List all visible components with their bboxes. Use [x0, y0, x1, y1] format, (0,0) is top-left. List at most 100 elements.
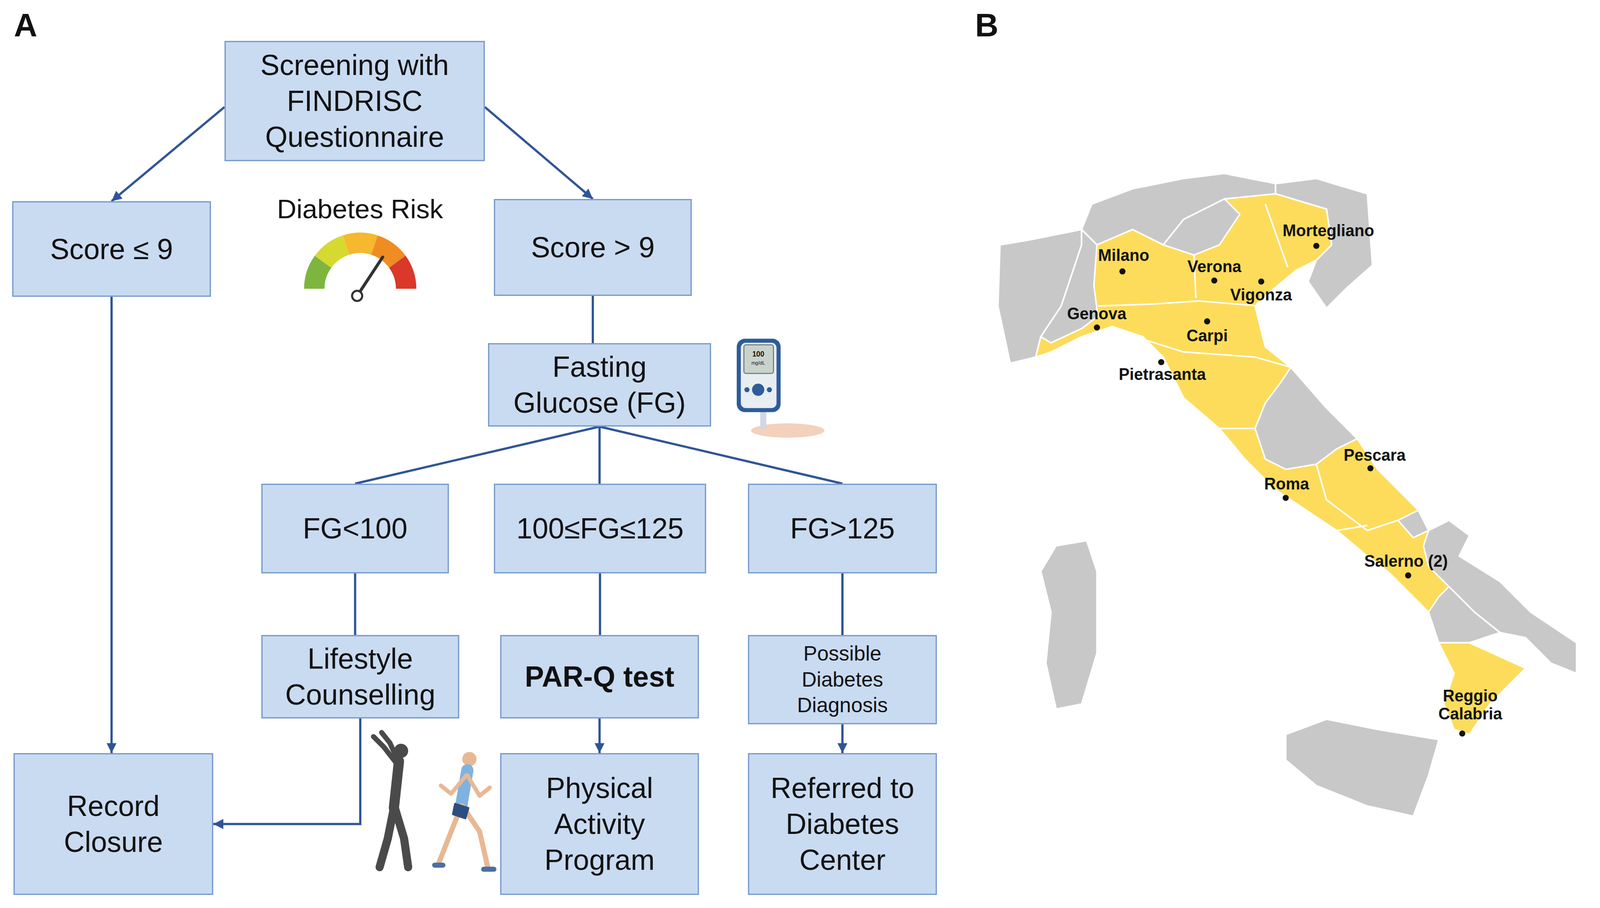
region-basilicata — [1428, 586, 1500, 643]
flow-connector — [598, 426, 601, 484]
figure-arm — [381, 732, 400, 765]
meter-face — [740, 342, 777, 408]
flow-box: Referred to Diabetes Center — [747, 752, 937, 895]
figure-leg — [395, 807, 409, 867]
risk-gauge — [303, 232, 417, 301]
meter-unit: mg/dL — [751, 360, 766, 366]
box-text: Score ≤ 9 — [50, 231, 173, 268]
city-label: Milano — [1098, 246, 1150, 265]
flow-box: Record Closure — [13, 752, 214, 895]
runners-figure — [373, 732, 494, 869]
flow-box: Score ≤ 9 — [12, 201, 211, 297]
region-borders — [1098, 203, 1398, 531]
italy-mainland — [1035, 193, 1577, 735]
city-label: Pietrasanta — [1118, 365, 1206, 384]
flow-connector — [841, 724, 844, 754]
glucometer-icon — [736, 338, 825, 438]
meter-body — [736, 338, 781, 413]
region-molise — [1397, 509, 1429, 538]
flow-box: FG<100 — [261, 483, 449, 574]
gauge-segment — [314, 235, 350, 268]
box-text: FG>125 — [790, 510, 895, 547]
box-text: Possible Diabetes Diagnosis — [775, 640, 910, 719]
flow-box: Screening with FINDRISC Questionnaire — [224, 40, 485, 162]
panel-letter: A — [13, 7, 38, 44]
region-border — [1219, 427, 1256, 429]
box-text: 100≤FG≤125 — [516, 510, 684, 547]
gauge-title: Diabetes Risk — [276, 194, 444, 225]
flow-connector — [598, 573, 602, 635]
region-piedmont — [1040, 229, 1098, 343]
city-dot — [1367, 465, 1374, 472]
city-label: Verona — [1187, 257, 1242, 276]
city-dot — [1119, 268, 1126, 275]
figure-arm — [440, 775, 467, 794]
city-dot — [1405, 572, 1412, 579]
gauge-segment — [389, 255, 417, 289]
city-dot — [1313, 242, 1320, 250]
region-border — [1316, 464, 1398, 531]
flow-connector — [354, 573, 357, 635]
figure-arm — [467, 775, 490, 796]
box-text: Score > 9 — [531, 229, 655, 266]
region-puglia — [1423, 520, 1577, 674]
city-dots — [1094, 242, 1466, 737]
box-text: PAR-Q test — [524, 658, 675, 695]
flow-connector — [111, 106, 225, 202]
city-dot — [1282, 494, 1289, 502]
figure-shoe — [434, 862, 443, 868]
city-dot — [1204, 318, 1211, 325]
region-border — [1336, 525, 1368, 531]
flow-box: PAR-Q test — [500, 634, 699, 719]
box-text: Record Closure — [22, 787, 204, 860]
city-label: Mortegliano — [1282, 221, 1375, 240]
box-text: Screening with FINDRISC Questionnaire — [233, 47, 476, 155]
figure-head — [462, 751, 477, 766]
city-label: Vigonza — [1230, 285, 1292, 304]
gauge-needle — [357, 257, 383, 296]
meter-button — [744, 386, 750, 392]
flow-box: 100≤FG≤125 — [493, 483, 707, 574]
figure-torso — [393, 760, 399, 809]
panel-letter: B — [975, 7, 999, 44]
flow-connector — [841, 573, 844, 635]
city-label: Pescara — [1343, 446, 1406, 465]
flow-connector — [355, 426, 600, 484]
flow-connector — [484, 106, 594, 199]
flow-connector — [591, 295, 594, 343]
city-dot — [1459, 730, 1466, 737]
city-dot — [1158, 359, 1165, 366]
figure-leg — [379, 807, 395, 867]
flow-connector — [110, 296, 113, 753]
flow-box: FG>125 — [747, 483, 937, 574]
city-label: Carpi — [1186, 326, 1228, 345]
city-dot — [1258, 278, 1265, 285]
flow-box: Physical Activity Program — [500, 752, 699, 895]
meter-button — [751, 383, 765, 396]
figure-shoe — [483, 866, 494, 872]
flow-box: Fasting Glucose (FG) — [487, 342, 712, 427]
meter-screen — [743, 344, 774, 374]
box-text: Referred to Diabetes Center — [757, 769, 928, 878]
city-label: Salerno (2) — [1364, 552, 1448, 571]
meter-button — [766, 386, 772, 392]
island-sardinia — [1040, 540, 1097, 709]
city-label: Genova — [1067, 304, 1127, 323]
flow-box: Score > 9 — [493, 198, 692, 296]
box-text: Lifestyle Counselling — [270, 640, 450, 713]
city-label: Reggio Calabria — [1429, 686, 1511, 723]
meter-reading: 100 — [752, 350, 765, 359]
city-label: Roma — [1264, 474, 1310, 493]
city-dot — [1094, 324, 1101, 331]
region-trentino — [1163, 198, 1240, 255]
figure-shorts — [452, 803, 469, 818]
italy-map — [997, 173, 1577, 816]
region-marche-umbria — [1255, 367, 1358, 470]
flow-box: Possible Diabetes Diagnosis — [747, 634, 937, 725]
gauge-pivot — [351, 290, 363, 301]
flow-connector — [599, 426, 843, 484]
flow-box: Lifestyle Counselling — [261, 634, 460, 719]
box-text: FG<100 — [302, 510, 408, 547]
box-text: Fasting Glucose (FG) — [497, 348, 702, 421]
city-dot — [1211, 277, 1218, 284]
